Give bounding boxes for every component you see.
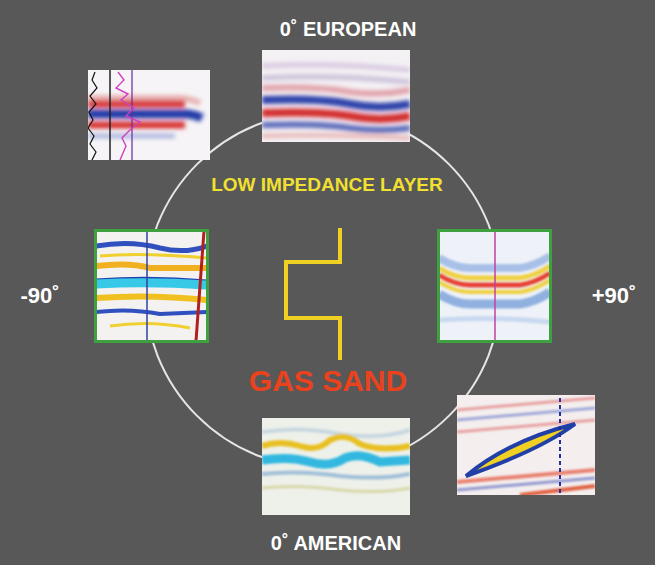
phase-label: +90˚ bbox=[592, 283, 637, 308]
phase-label: -90˚ bbox=[20, 283, 59, 308]
seismic-panel-zero-european bbox=[262, 50, 410, 142]
panel-frame bbox=[439, 231, 551, 342]
layer-label: LOW IMPEDANCE LAYER bbox=[211, 174, 443, 196]
panel-frame bbox=[96, 231, 208, 342]
seismic-panel-minus-90 bbox=[96, 231, 207, 341]
panel-frame bbox=[439, 231, 551, 342]
seismic-panel-zero-american bbox=[262, 418, 410, 515]
seismic-panel-well-tie bbox=[88, 70, 210, 160]
seismic-panel-plus-90 bbox=[439, 231, 550, 341]
phase-label: 0˚ AMERICAN bbox=[271, 532, 401, 555]
phase-label: 0˚ EUROPEAN bbox=[280, 18, 417, 41]
fluid-label: GAS SAND bbox=[249, 364, 407, 399]
seismic-panel-gas-sand bbox=[457, 395, 595, 495]
impedance-log-symbol bbox=[286, 228, 340, 360]
panel-frame bbox=[96, 231, 208, 342]
